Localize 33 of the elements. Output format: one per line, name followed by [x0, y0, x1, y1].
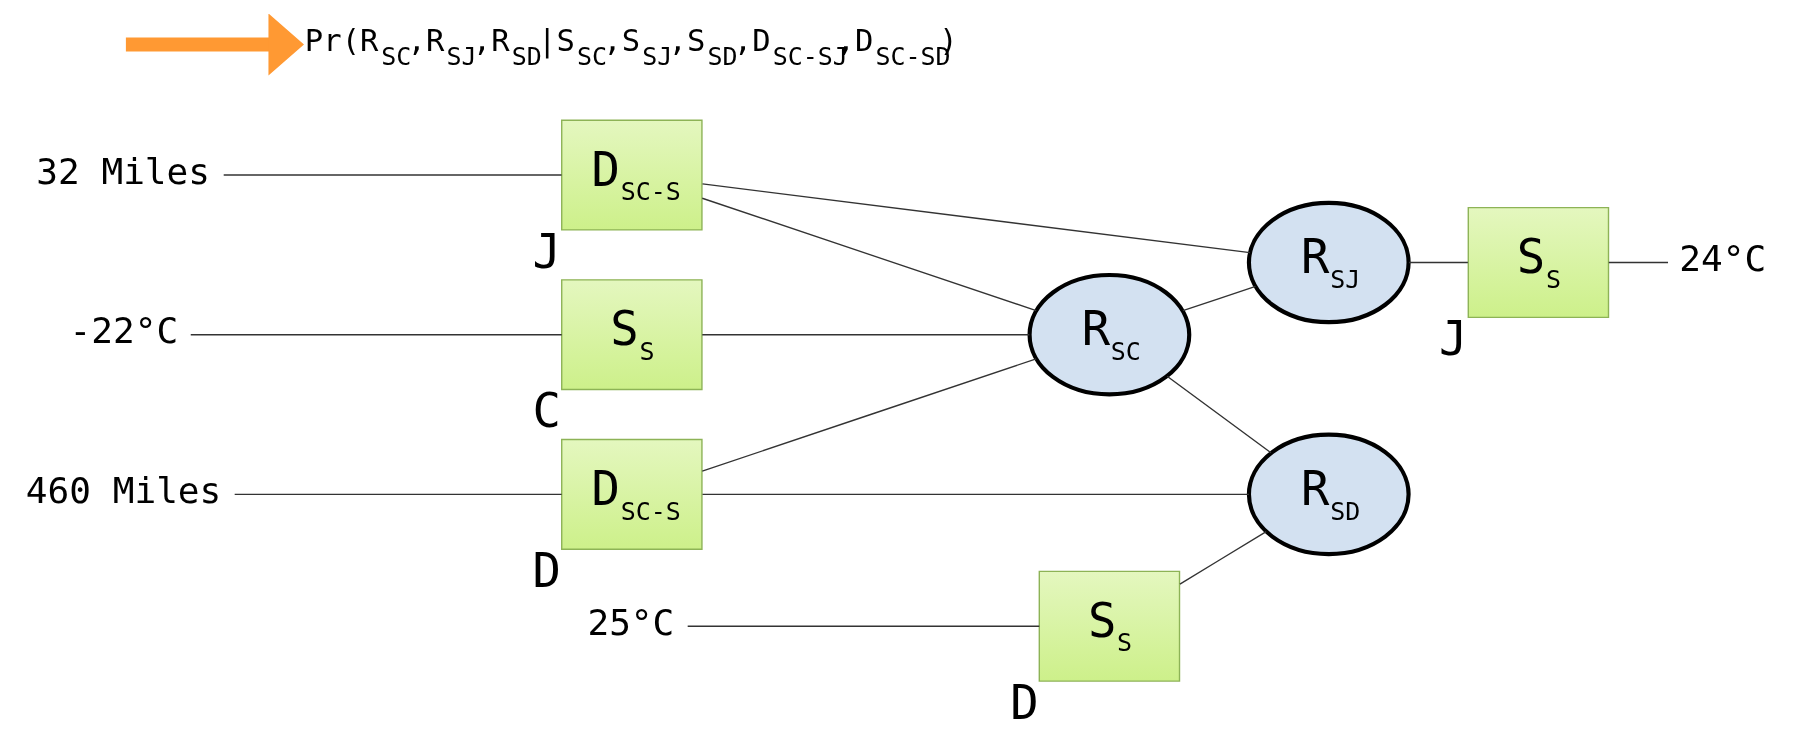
connector [701, 358, 1037, 472]
node-box: S$_{S}$ [1038, 570, 1181, 682]
connector [190, 334, 563, 336]
node-text: -22°C [69, 310, 179, 353]
node-text: 24°C [1679, 238, 1767, 281]
node-ellipse: R$_{SC}$ [1027, 272, 1192, 397]
connector [1166, 375, 1272, 454]
node-box: D$_{SC-S}$ [561, 119, 703, 231]
connector [701, 183, 1251, 254]
node-text: 32 Miles [36, 150, 211, 193]
connector [701, 493, 1250, 496]
connector [701, 197, 1037, 312]
node-text: 25°C [587, 601, 675, 644]
connector [687, 625, 1040, 627]
connector [1408, 261, 1469, 264]
connector [701, 334, 1031, 336]
node-ellipse: R$_{SD}$ [1246, 432, 1411, 557]
connector [223, 174, 563, 176]
node-label: J [1439, 311, 1468, 367]
node-text: 460 Miles [25, 470, 222, 513]
connector [1182, 285, 1257, 312]
node-label: J [532, 223, 561, 279]
node-box: S$_{S}$ [1467, 206, 1610, 319]
node-label: C [532, 383, 561, 439]
arrow [125, 14, 304, 76]
connector [234, 493, 563, 496]
node-box: D$_{SC-S}$ [561, 438, 703, 550]
connector [1608, 261, 1669, 264]
node-box: S$_{S}$ [561, 279, 703, 391]
connector [1179, 530, 1267, 585]
node-ellipse: R$_{SJ}$ [1246, 200, 1411, 325]
node-label: D [1010, 674, 1039, 730]
node-label: D [532, 542, 561, 598]
